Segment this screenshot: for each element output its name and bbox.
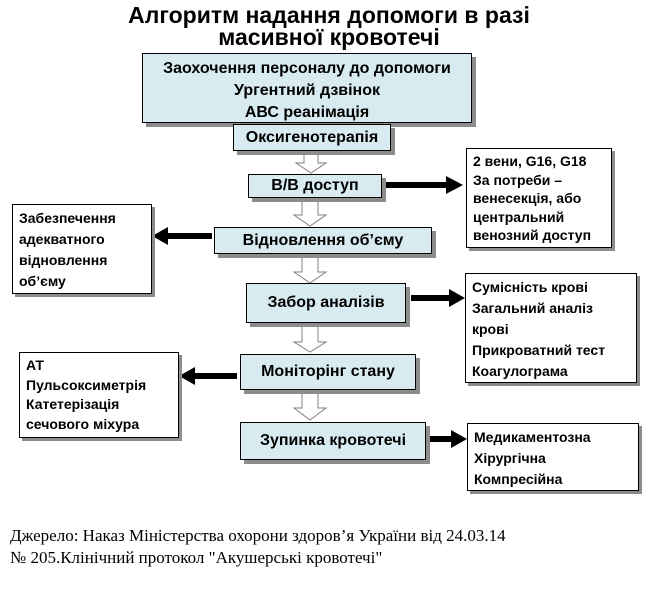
note-tests-line: крові (472, 321, 509, 337)
step-initial-line-1: Заохочення персоналу до допомоги (163, 60, 451, 77)
arrow-iv-head (446, 176, 463, 194)
step-volume-label: Відновлення об’єму (242, 231, 404, 249)
step-oxygen-therapy: Оксигенотерапія (233, 124, 391, 151)
arrow-iv-shaft (386, 182, 446, 188)
note-iv-line: венозний доступ (473, 227, 592, 243)
step-iv-access: В/В доступ (248, 174, 382, 198)
down-arrow-3 (292, 253, 328, 284)
note-iv-line: За потреби – (473, 171, 563, 188)
note-iv-line: венесекція, або (473, 190, 582, 206)
note-monitoring-line: сечового міхура (26, 415, 140, 432)
note-volume-line: Забезпечення (19, 210, 116, 226)
step-initial-actions: Заохочення персоналу до допомоги Ургентн… (142, 53, 472, 123)
step-initial-line-3: АВС реанімація (244, 104, 370, 121)
note-tests-line: Прикроватний тест (472, 342, 606, 358)
arrow-volume-head (152, 227, 168, 245)
arrow-tests-head (449, 289, 465, 307)
arrow-monitoring-head (179, 367, 195, 385)
note-tests: Сумісність крові Загальний аналіз крові … (465, 273, 637, 383)
note-iv-access: 2 вени, G16, G18 За потреби – венесекція… (466, 148, 612, 248)
down-arrow-1 (294, 151, 328, 174)
note-monitoring-line: АТ (26, 357, 44, 373)
note-iv-line: 2 вени, G16, G18 (473, 153, 587, 169)
arrow-tests-shaft (411, 295, 449, 301)
arrow-volume-shaft (168, 233, 212, 239)
source-line-2: № 205.Клінічний протокол "Акушерські кро… (10, 548, 383, 567)
step-volume-restoration: Відновлення об’єму (214, 227, 432, 254)
note-iv-line: центральний (473, 208, 565, 225)
note-volume-line: об’єму (19, 273, 66, 289)
step-oxygen-label: Оксигенотерапія (245, 128, 379, 146)
step-iv-access-label: В/В доступ (271, 177, 359, 194)
note-tests-line: Загальний аналіз (472, 300, 594, 316)
note-tests-line: Сумісність крові (472, 279, 588, 295)
note-volume-line: відновлення (19, 252, 108, 268)
arrow-stop-shaft (429, 436, 451, 442)
note-stop-line: Компресійна (474, 471, 563, 487)
note-stop-line: Медикаментозна (474, 429, 591, 445)
note-monitoring-line: Пульсоксиметрія (26, 376, 147, 393)
step-tests: Забор аналізів (246, 283, 406, 323)
note-tests-line: Коагулограма (472, 363, 568, 379)
diagram-title-line-2: масивної кровотечі (218, 24, 440, 50)
arrow-monitoring-shaft (195, 373, 237, 379)
note-stop-bleeding: Медикаментозна Хірургічна Компресійна (467, 423, 639, 491)
note-monitoring: АТ Пульсоксиметрія Катетерізація сечовог… (19, 352, 179, 438)
step-monitoring-label: Моніторінг стану (261, 363, 395, 380)
note-stop-line: Хірургічна (474, 450, 546, 466)
source-line-1: Джерело: Наказ Міністерства охорони здор… (10, 526, 506, 545)
note-volume-line: адекватного (19, 231, 105, 247)
down-arrow-4 (292, 323, 328, 353)
step-stop-bleeding-label: Зупинка кровотечі (259, 432, 407, 449)
step-initial-line-2: Ургентний дзвінок (234, 82, 380, 99)
note-monitoring-line: Катетерізація (26, 396, 120, 412)
arrow-stop-head (451, 430, 467, 448)
step-tests-label: Забор аналізів (267, 294, 385, 311)
step-stop-bleeding: Зупинка кровотечі (240, 422, 426, 460)
down-arrow-5 (292, 389, 328, 421)
step-monitoring: Моніторінг стану (240, 354, 416, 390)
note-volume: Забезпечення адекватного відновлення об’… (12, 204, 152, 294)
down-arrow-2 (292, 196, 328, 227)
diagram-title-line-1: Алгоритм надання допомоги в разі (128, 2, 530, 28)
